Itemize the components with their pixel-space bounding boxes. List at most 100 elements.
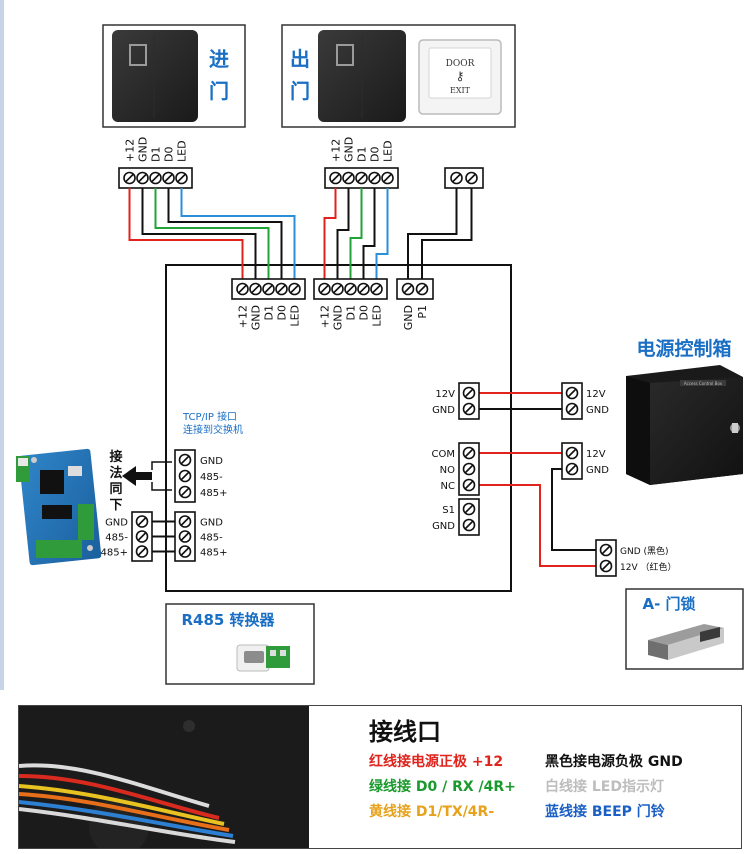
legend-item-blue: 蓝线接 BEEP 门铃	[545, 804, 665, 820]
pin-label: LED	[371, 305, 384, 327]
entry-reader-window	[129, 44, 147, 66]
pin-label: GND	[586, 465, 609, 476]
pin-label: D0	[163, 147, 176, 162]
lock-wire	[479, 484, 596, 567]
exit-wire	[336, 188, 350, 279]
pin-label: S1	[442, 505, 455, 516]
controller-relay-terminals	[458, 442, 480, 496]
pin-label: GND	[105, 518, 128, 529]
button-wire	[407, 188, 458, 279]
rs485-converter-device	[236, 644, 290, 672]
bracket-lines	[151, 461, 172, 491]
pin-label: 485-	[105, 533, 128, 544]
entry-wire	[128, 188, 244, 279]
pin-label: GND	[432, 521, 455, 532]
legend-item-green: 绿线接 D0 / RX /4R+	[369, 779, 516, 795]
pin-label: GND	[137, 137, 150, 162]
entry-wire	[167, 188, 283, 279]
pin-label: COM	[432, 449, 455, 460]
entry-reader-label-1: 进	[209, 47, 229, 71]
exit-reader-terminal-block	[324, 167, 399, 189]
pin-label: GND	[250, 305, 263, 330]
power-box-terminals-b	[561, 442, 583, 480]
side-board-terminals	[131, 511, 153, 562]
side-pcb-board	[16, 448, 102, 566]
controller-tcp-terminals	[174, 449, 196, 503]
legend-item-yellow: 黄线接 D1/TX/4R-	[369, 804, 495, 820]
controller-reader1-terminals	[231, 278, 306, 300]
controller-rs485-terminals	[174, 511, 196, 562]
entry-reader-label-2: 门	[209, 79, 229, 103]
left-arrow-icon	[122, 466, 152, 486]
pin-label: D1	[345, 305, 358, 320]
exit-wire	[362, 188, 376, 279]
converter-title: R485 转换器	[181, 611, 275, 629]
tcp-label-1: TCP/IP 接口	[182, 410, 237, 423]
power-box-plate-text: Access Control Box	[684, 381, 723, 386]
entry-reader-device	[112, 30, 198, 122]
pin-label: D0	[358, 305, 371, 320]
pin-label: +12	[237, 305, 250, 328]
entry-reader-terminal-block	[118, 167, 193, 189]
exit-wire	[323, 188, 337, 279]
pin-label: D1	[356, 147, 369, 162]
pin-label: GND	[200, 456, 223, 467]
cable-photo-svg	[19, 706, 309, 848]
electric-lock-device	[648, 624, 724, 660]
controller-sensor-terminals	[458, 498, 480, 536]
pin-label: GND	[586, 405, 609, 416]
pin-label: D1	[263, 305, 276, 320]
pin-label: 485-	[200, 472, 223, 483]
left-accent-bar	[0, 0, 4, 690]
pin-label: 12V	[586, 449, 606, 460]
network-note-1: 接	[109, 449, 122, 465]
network-note-2: 法	[109, 465, 122, 481]
pin-label: LED	[289, 305, 302, 327]
pin-label: 485-	[200, 533, 223, 544]
pin-label: +12	[124, 139, 137, 162]
exit-button-face	[428, 47, 492, 99]
lock-title: A- 门锁	[642, 595, 695, 613]
exit-reader-label-2: 门	[290, 79, 310, 103]
power-box-terminals-a	[561, 382, 583, 420]
exit-reader-window	[336, 44, 354, 66]
pin-label: GND	[402, 305, 415, 330]
legend-item-white: 白线接 LED指示灯	[545, 779, 664, 795]
controller-reader2-terminals	[313, 278, 388, 300]
controller-board	[165, 264, 512, 592]
exit-button-text-2: EXIT	[450, 86, 471, 95]
pin-label: GND	[200, 518, 223, 529]
entry-wire	[154, 188, 270, 279]
pin-label: 12V （红色）	[620, 561, 676, 573]
pin-label: GND	[432, 405, 455, 416]
network-note-3: 同	[109, 482, 122, 497]
pin-label: 12V	[586, 389, 606, 400]
pin-label: 485+	[200, 488, 227, 499]
exit-wire	[349, 188, 363, 279]
exit-button-text-1: DOOR	[446, 59, 475, 69]
network-note-4: 下	[109, 498, 122, 513]
entry-wire	[180, 188, 296, 279]
lock-wire	[551, 468, 596, 551]
entry-wire	[141, 188, 257, 279]
legend-item-black: 黑色接电源负极 GND	[545, 754, 683, 770]
power-box-device: Access Control Box	[626, 365, 743, 485]
pin-label: NC	[441, 481, 455, 492]
power-box-title: 电源控制箱	[636, 337, 731, 360]
pin-label: D1	[150, 147, 163, 162]
pin-label: GND (黑色)	[620, 545, 669, 557]
pin-label: +12	[330, 139, 343, 162]
pin-label: 485+	[101, 548, 128, 559]
exit-reader-label-1: 出	[290, 47, 310, 71]
pin-label: +12	[319, 305, 332, 328]
legend-title: 接线口	[369, 718, 441, 746]
lock-terminals	[595, 539, 617, 577]
pin-label: LED	[382, 140, 395, 162]
key-icon: ⚷	[456, 69, 465, 83]
tcp-label-2: 连接到交换机	[183, 423, 243, 436]
button-wire	[421, 188, 473, 279]
